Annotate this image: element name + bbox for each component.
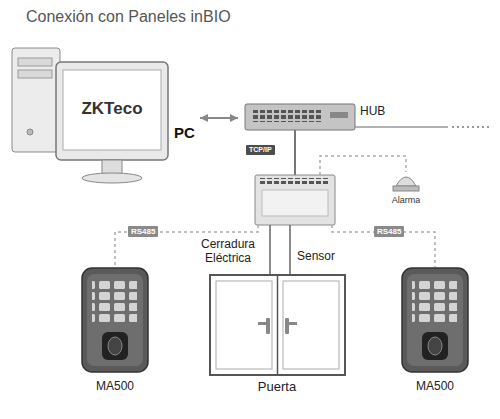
connector-arrow <box>200 117 238 119</box>
rs485-wire <box>332 225 435 268</box>
device-node: Puerta <box>205 270 350 398</box>
lock-wire <box>269 225 271 275</box>
diagram-title: Conexión con Paneles inBIO <box>26 8 231 26</box>
wire-label: Cerradura Eléctrica <box>192 238 264 266</box>
inbio-panel <box>255 175 335 225</box>
ma500-device <box>82 268 148 372</box>
wire-tag: RS485 <box>374 226 404 237</box>
wire-label: Sensor <box>297 250 335 264</box>
sensor-wire <box>289 225 291 275</box>
device-node: MA500 <box>78 262 152 398</box>
pc-illustration <box>12 48 168 183</box>
node-label: Puerta <box>258 380 296 395</box>
node-label: ZKTeco <box>81 99 142 119</box>
node-label: MA500 <box>96 380 134 394</box>
node-label: Alarma <box>392 195 421 205</box>
network-line <box>355 127 492 128</box>
door-illustration <box>210 275 345 375</box>
node-label: PC <box>174 124 195 141</box>
device-node: MA500 <box>398 262 472 398</box>
hub-illustration <box>245 104 355 130</box>
tcpip-wire <box>294 130 296 175</box>
wire-tag: RS485 <box>128 226 158 237</box>
device-node: HUB <box>240 100 390 136</box>
node-label: HUB <box>360 105 385 119</box>
device-node: ZKTecoPC <box>8 44 198 184</box>
ma500-device <box>402 268 468 372</box>
alarm-symbol <box>393 177 419 191</box>
alarm-wire <box>320 156 406 175</box>
node-label: MA500 <box>416 380 454 394</box>
device-node: Alarma <box>386 168 426 212</box>
wire-tag: TCP/IP <box>246 145 275 155</box>
